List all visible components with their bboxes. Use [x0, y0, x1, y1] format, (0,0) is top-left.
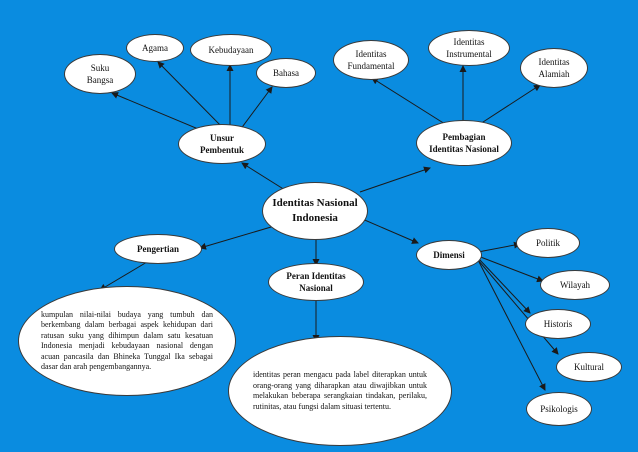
peran-label: Peran Identitas Nasional [286, 271, 346, 293]
suku-bangsa-label: Suku Bangsa [86, 63, 114, 85]
link-dimensi-wilayah [477, 255, 544, 283]
pengertian-description: kumpulan nilai-nilai budaya yang tumbuh … [41, 309, 213, 372]
kultural-label: Kultural [574, 362, 604, 372]
identitas-fundamental-label: Identitas Fundamental [347, 49, 395, 71]
unsur-pembentuk-label: Unsur Pembentuk [199, 133, 244, 155]
politik-label: Politik [535, 238, 560, 248]
center-node[interactable]: Identitas Nasional Indonesia [262, 182, 368, 240]
peran-description-node: identitas peran mengacu pada label diter… [228, 336, 452, 446]
bahasa-label: Bahasa [273, 68, 299, 78]
historis-label: Historis [543, 319, 573, 329]
peran-description: identitas peran mengacu pada label diter… [253, 370, 427, 411]
identitas-alamiah-node[interactable]: Identitas Alamiah [520, 48, 588, 88]
link-unsur-agama [157, 61, 226, 131]
pengertian-label: Pengertian [137, 244, 179, 254]
link-pembagian-fundamental [371, 77, 446, 125]
dimensi-label: Dimensi [433, 250, 465, 260]
pengertian-description-node: kumpulan nilai-nilai budaya yang tumbuh … [18, 286, 236, 396]
link-dimensi-historis [477, 257, 531, 314]
identitas-alamiah-label: Identitas Alamiah [538, 57, 570, 79]
pembagian-node[interactable]: Pembagian Identitas Nasional [416, 120, 512, 166]
politik-node[interactable]: Politik [516, 228, 580, 258]
historis-node[interactable]: Historis [525, 309, 591, 339]
psikologis-label: Psikologis [540, 404, 578, 414]
psikologis-node[interactable]: Psikologis [526, 392, 592, 426]
agama-label: Agama [142, 43, 168, 53]
link-unsur-bahasa [239, 86, 273, 131]
link-dimensi-politik [477, 241, 521, 253]
link-dimensi-psikologis [477, 259, 546, 391]
link-center-pembagian [359, 166, 431, 193]
kebudayaan-node[interactable]: Kebudayaan [190, 34, 272, 66]
link-pengertian-desc [99, 261, 148, 291]
link-pembagian-alamiah [479, 84, 541, 125]
suku-bangsa-node[interactable]: Suku Bangsa [64, 54, 136, 94]
wilayah-label: Wilayah [559, 280, 591, 290]
link-dimensi-kultural [477, 259, 559, 355]
agama-node[interactable]: Agama [126, 34, 184, 62]
kebudayaan-label: Kebudayaan [208, 45, 254, 55]
pengertian-node[interactable]: Pengertian [114, 234, 202, 264]
bahasa-node[interactable]: Bahasa [256, 58, 316, 88]
dimensi-node[interactable]: Dimensi [416, 240, 482, 270]
unsur-pembentuk-node[interactable]: Unsur Pembentuk [178, 124, 266, 164]
center-label: Identitas Nasional Indonesia [272, 197, 358, 224]
peran-node[interactable]: Peran Identitas Nasional [268, 263, 364, 301]
link-center-dimensi [359, 217, 419, 244]
identitas-instrumental-label: Identitas Instrumental [446, 37, 492, 59]
wilayah-node[interactable]: Wilayah [540, 270, 610, 300]
link-center-unsur [241, 162, 286, 191]
identitas-fundamental-node[interactable]: Identitas Fundamental [333, 40, 409, 80]
identitas-instrumental-node[interactable]: Identitas Instrumental [428, 30, 510, 66]
kultural-node[interactable]: Kultural [556, 352, 622, 382]
pembagian-label: Pembagian Identitas Nasional [429, 132, 499, 154]
